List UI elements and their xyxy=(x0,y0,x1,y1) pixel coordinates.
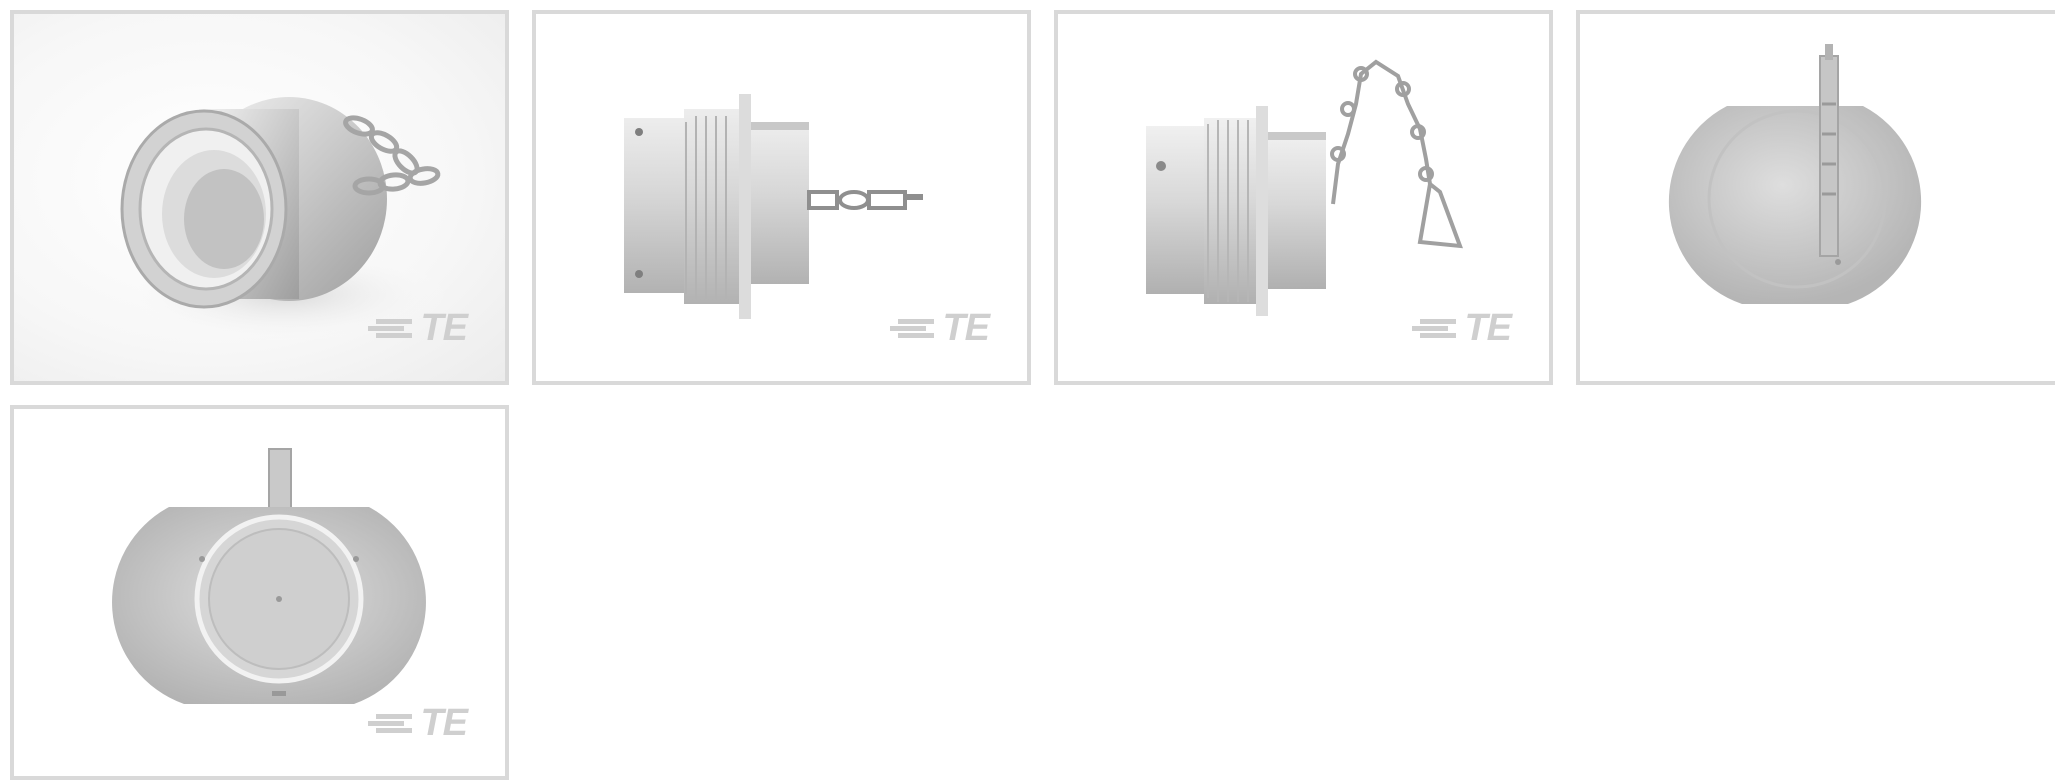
te-logo-icon xyxy=(368,714,413,733)
gallery-thumbnail-perspective[interactable]: TE xyxy=(10,10,509,385)
gallery-thumbnail-back[interactable] xyxy=(1576,10,2055,385)
connector-cap-perspective-image xyxy=(114,97,454,344)
te-logo: TE xyxy=(368,307,468,349)
te-logo-text: TE xyxy=(942,307,990,349)
connector-cap-side-image xyxy=(624,94,923,319)
gallery-thumbnail-side[interactable]: TE xyxy=(532,10,1031,385)
te-logo-text: TE xyxy=(420,702,468,744)
te-logo-icon xyxy=(368,319,413,338)
connector-cap-side-chain-image xyxy=(1146,59,1463,316)
te-logo: TE xyxy=(1412,307,1512,349)
connector-cap-front-image xyxy=(112,448,426,704)
te-logo-icon xyxy=(1412,319,1457,338)
connector-cap-back-image xyxy=(1668,44,1922,304)
te-logo-text: TE xyxy=(420,307,468,349)
gallery-thumbnail-side-chain[interactable]: TE xyxy=(1054,10,1553,385)
te-logo-text: TE xyxy=(1464,307,1512,349)
gallery-thumbnail-front[interactable]: TE xyxy=(10,405,509,780)
te-logo: TE xyxy=(368,702,468,744)
te-logo-icon xyxy=(890,319,935,338)
te-logo: TE xyxy=(890,307,990,349)
